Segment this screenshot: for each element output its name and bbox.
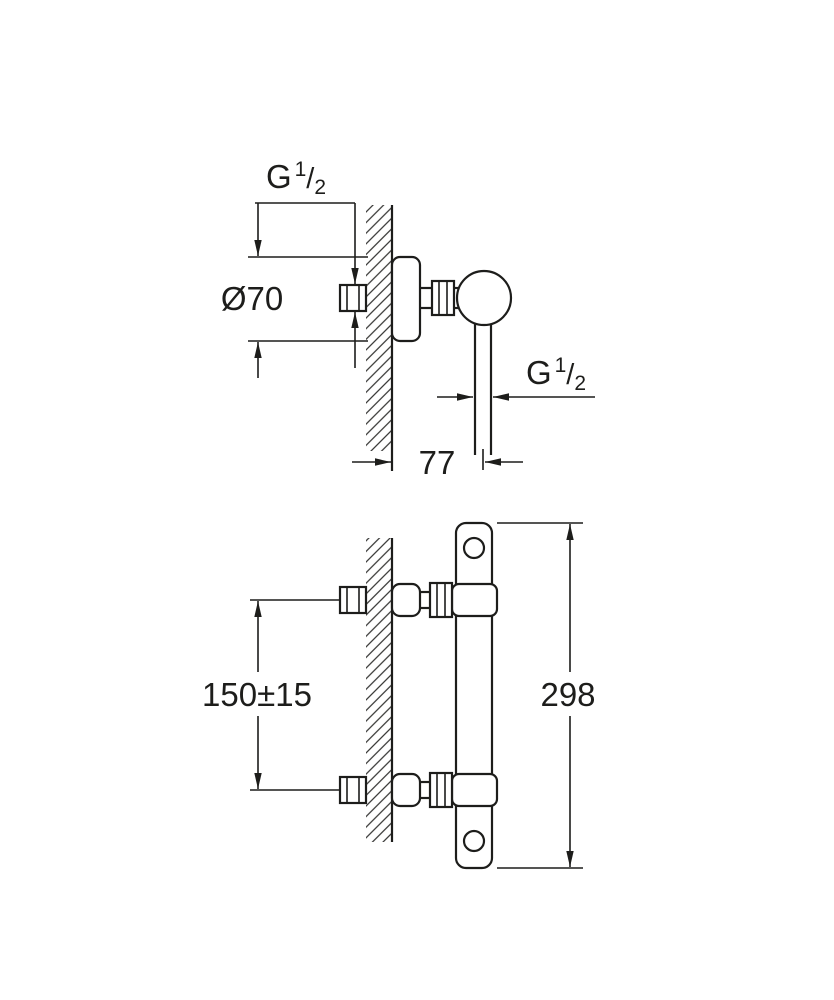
union-nut <box>430 279 456 317</box>
front-view: 150±15 298 <box>202 521 596 870</box>
height-dimension-label: 298 <box>540 676 595 713</box>
escutcheon <box>390 255 422 343</box>
mixer-body-circle <box>455 269 513 327</box>
body-cap-circle-top <box>462 536 486 560</box>
supply-union <box>338 283 368 313</box>
wall-hatch <box>366 205 392 451</box>
supply-union <box>338 775 368 805</box>
body-inlet-boss-top <box>450 582 499 618</box>
thermostat-body <box>454 521 494 870</box>
escutcheon <box>390 772 422 808</box>
union-nut <box>428 581 454 619</box>
spacing-dimension-label: 150±15 <box>202 676 312 713</box>
escutcheon <box>390 582 422 618</box>
wall-hatch <box>366 538 392 842</box>
union-nut <box>428 771 454 809</box>
body-cap-circle-bottom <box>462 829 486 853</box>
escutcheon-diameter-label: Ø70 <box>221 280 283 317</box>
body-inlet-boss-bottom <box>450 772 499 808</box>
projection-dimension-label: 77 <box>419 444 456 481</box>
supply-union <box>338 585 368 615</box>
